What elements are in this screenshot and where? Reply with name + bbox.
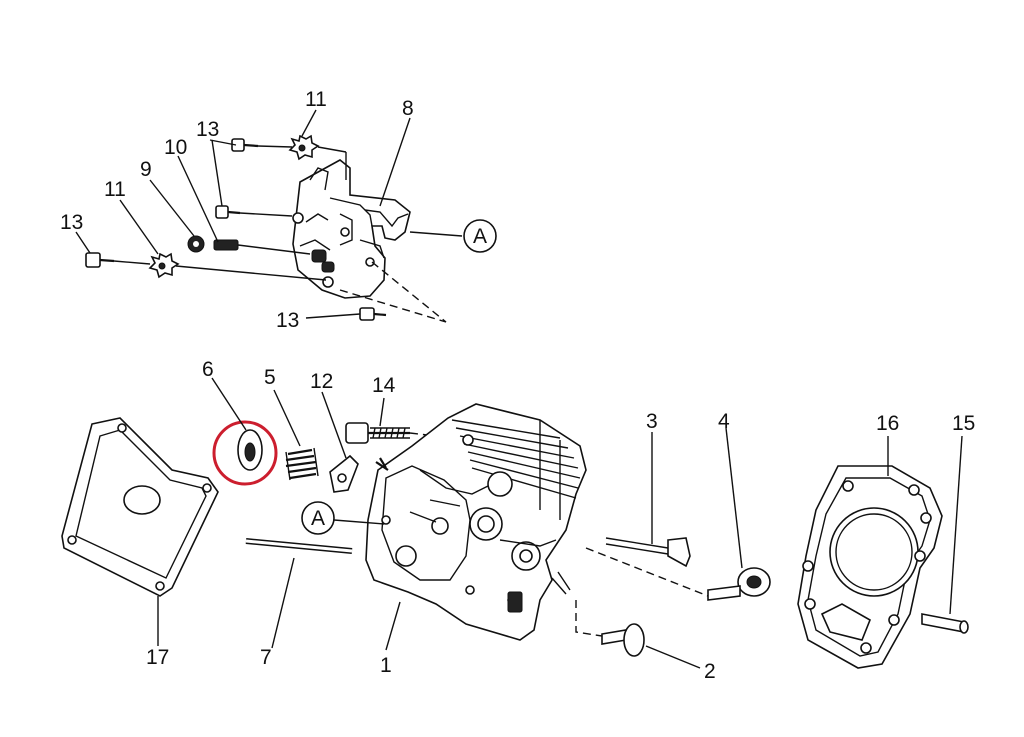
callout-label: 11 xyxy=(305,88,327,111)
callout-label: 13 xyxy=(276,309,299,332)
callout-label: 17 xyxy=(146,646,169,669)
callout-label: 8 xyxy=(402,97,414,120)
bolt-icon xyxy=(231,138,259,152)
reference-label: A xyxy=(473,225,487,248)
callout-label: 11 xyxy=(104,178,126,201)
callout-label: 4 xyxy=(718,410,730,433)
bolt-icon xyxy=(359,307,387,321)
callout-label: 16 xyxy=(876,412,899,435)
callout-label: 5 xyxy=(264,366,276,389)
valve-stem-seal xyxy=(585,427,771,601)
reference-label: A xyxy=(311,507,325,530)
callout-label: 13 xyxy=(196,118,219,141)
bolt-icon xyxy=(85,252,115,268)
retainer-clip xyxy=(321,391,359,493)
callout-label: 14 xyxy=(372,374,396,397)
callout-label: 13 xyxy=(60,211,83,234)
bolt-icon xyxy=(215,205,241,219)
callout-label: 2 xyxy=(704,660,716,683)
star-knob-icon xyxy=(288,134,320,161)
reference-marker xyxy=(463,219,497,253)
callout-label: 10 xyxy=(164,136,187,159)
dowel-pin xyxy=(921,435,969,634)
callout-label: 6 xyxy=(202,358,214,381)
exhaust-valve xyxy=(605,432,691,568)
callout-label: 1 xyxy=(380,654,392,677)
highlight-circle xyxy=(212,420,278,486)
bracket-assembly xyxy=(75,109,497,323)
valve-spring-retainer xyxy=(211,377,278,486)
callout-label: 7 xyxy=(260,646,272,669)
cylinder-head-gasket xyxy=(797,436,943,669)
cylinder-head xyxy=(301,403,587,651)
intake-valve xyxy=(575,600,701,669)
callout-label: 9 xyxy=(140,158,152,181)
callout-label: 3 xyxy=(646,410,658,433)
callout-label: 12 xyxy=(310,370,333,393)
rocker-cover-gasket xyxy=(61,417,219,646)
reference-marker xyxy=(301,501,335,535)
nut-icon xyxy=(187,235,205,253)
callout-label: 15 xyxy=(952,412,975,435)
valve-spring xyxy=(273,389,319,481)
star-knob-icon xyxy=(148,252,180,279)
push-rod xyxy=(245,538,353,649)
